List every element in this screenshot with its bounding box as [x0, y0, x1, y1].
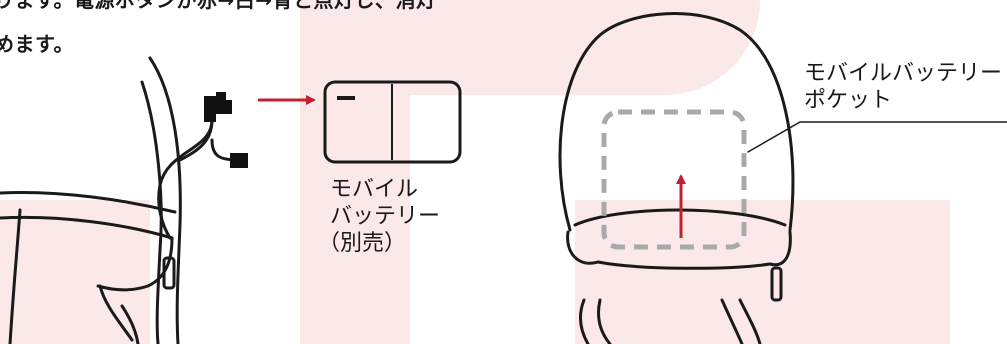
instruction-line-1: ります。電源ボタンが赤→白→青と点灯し、消灯: [0, 0, 437, 12]
battery-label-line-3: （別売）: [318, 231, 407, 256]
battery-label-line-1: モバイル: [330, 177, 419, 202]
pocket-label-line-1: モバイルバッテリー: [804, 61, 1003, 86]
pocket-outline: [601, 109, 747, 250]
instruction-line-2: めます。: [0, 32, 74, 56]
battery-icon: [323, 80, 462, 164]
pocket-label-line-2: ポケット: [804, 88, 893, 113]
cable-connectors: [204, 92, 248, 168]
hood-side-view: [0, 56, 242, 344]
watermark-center: [300, 0, 410, 344]
watermark-left: [0, 200, 150, 344]
battery-label-line-2: バッテリー: [330, 204, 441, 229]
watermark-right-bottom: [575, 200, 950, 344]
hood-back-view: [558, 12, 1007, 344]
